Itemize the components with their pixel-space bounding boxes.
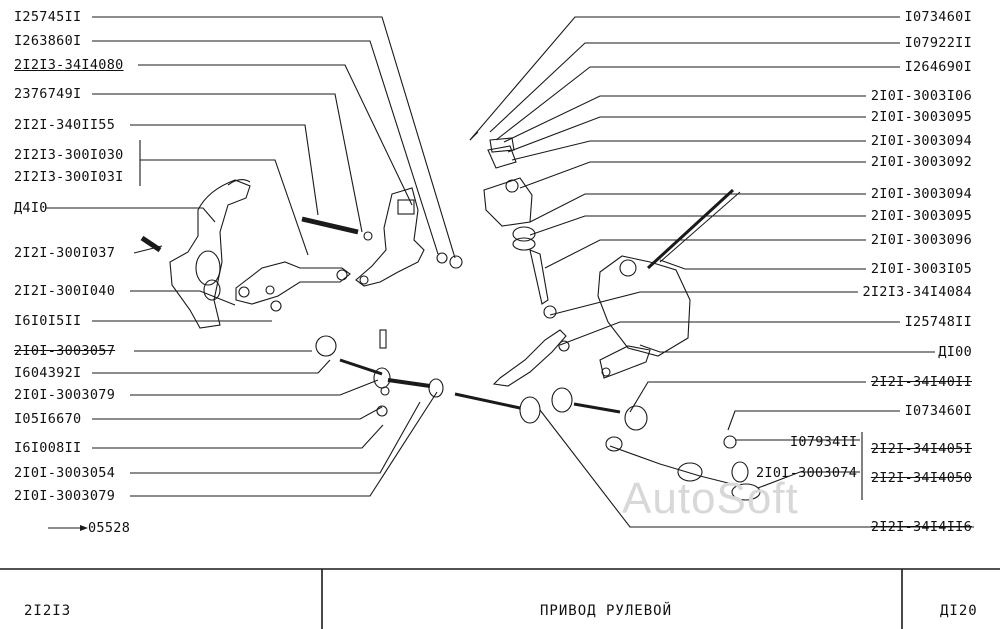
part-number-r03: I264690I [904,59,972,75]
part-number-r14: ДI00 [938,344,972,360]
part-number-r04: 2I0I-3003I06 [870,88,972,104]
part-number-r11: 2I0I-3003I05 [870,261,972,277]
part-number-r09: 2I0I-3003095 [870,208,972,224]
part-number-l12: 2I0I-3003057 [14,343,116,359]
part-number-r08: 2I0I-3003094 [870,186,972,202]
grease-bolt [379,329,387,349]
part-number-r19: 2I2I-34I4II6 [870,519,972,535]
steering-gear [597,188,741,379]
view-marker: 05528 [88,520,131,536]
part-number-l16: I6I008II [14,440,82,456]
part-number-r07: 2I0I-3003092 [870,154,972,170]
part-number-i01: I07934II [790,434,858,450]
arrow-icon [80,525,88,531]
part-number-l08: Д4I0 [14,200,48,216]
part-number-l13: I604392I [14,365,82,381]
part-number-r13: I25748II [904,314,972,330]
part-number-r16: I073460I [904,403,972,419]
part-number-l10: 2I2I-300I040 [14,283,116,299]
footer-page: ДI20 [940,603,978,619]
footer-model: 2I2I3 [24,603,72,619]
right-leader-lines [469,16,974,528]
part-number-r02: I07922II [904,35,972,51]
tie-rods [315,335,761,501]
part-number-r12: 2I2I3-34I4084 [862,284,972,300]
part-number-l03: 2I2I3-34I4080 [14,57,124,73]
pendulum-arm [235,261,351,305]
part-number-r06: 2I0I-3003094 [870,133,972,149]
short-bolt [140,235,162,253]
footer-title: ПРИВОД РУЛЕВОЙ [540,603,673,619]
part-number-l01: I25745II [14,9,82,25]
watermark: AutoSoft [622,474,799,523]
part-number-r01: I073460I [904,9,972,25]
part-number-r05: 2I0I-3003095 [870,109,972,125]
part-number-r17: 2I2I-34I405I [870,441,972,457]
left-leader-lines [46,16,456,529]
part-number-r15: 2I2I-34I40II [870,374,972,390]
part-number-l11: I6I0I5II [14,313,82,329]
part-number-i02: 2I0I-3003074 [756,465,858,481]
part-number-l09: 2I2I-300I037 [14,245,116,261]
part-number-l17: 2I0I-3003054 [14,465,116,481]
pendulum-bracket [355,187,425,287]
part-number-l15: I05I6670 [14,411,82,427]
steering-knuckle [169,179,251,329]
part-number-l04: 2376749I [14,86,82,102]
part-number-l07: 2I2I3-300I03I [14,169,124,185]
part-number-l02: I263860I [14,33,82,49]
nut-left [270,300,282,312]
part-number-l18: 2I0I-3003079 [14,488,116,504]
part-number-r18: 2I2I-34I4050 [870,470,972,486]
part-number-l05: 2I2I-340II55 [14,117,116,133]
long-bolt [301,216,359,235]
part-number-l14: 2I0I-3003079 [14,387,116,403]
right-pendulum-assembly [469,131,570,387]
title-block [0,568,1000,629]
part-number-l06: 2I2I3-300I030 [14,147,124,163]
part-number-r10: 2I0I-3003096 [870,232,972,248]
